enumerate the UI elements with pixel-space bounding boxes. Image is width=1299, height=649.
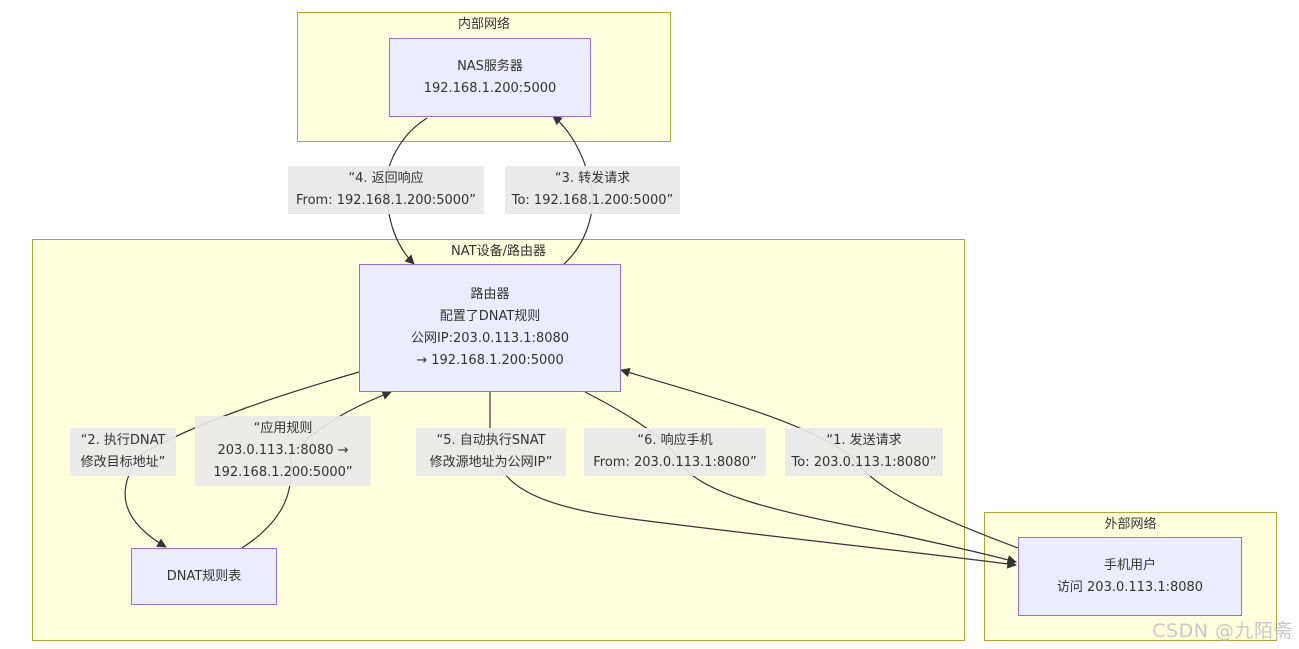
router-title: 路由器 [470, 287, 510, 302]
watermark: CSDN @九陌斋 [1152, 620, 1293, 642]
edge-label-rule-line1: “应用规则 [253, 421, 313, 436]
edge-label-6-line1: “6. 响应手机 [637, 433, 713, 448]
router-dnat-config: 配置了DNAT规则 [439, 309, 541, 324]
phone-access: 访问 203.0.113.1:8080 [1056, 579, 1204, 595]
edge-label-1-line2: To: 203.0.113.1:8080” [791, 455, 937, 470]
edge-6-respond-phone [584, 391, 1017, 565]
router-public-ip: 公网IP:203.0.113.1:8080 [410, 331, 570, 346]
edge-label-1: “1. 发送请求 To: 203.0.113.1:8080” [785, 428, 943, 476]
node-nas-server[interactable]: NAS服务器 192.168.1.200:5000 [389, 38, 591, 117]
edge-label-4: “4. 返回响应 From: 192.168.1.200:5000” [288, 166, 484, 214]
edge-label-6-line2: From: 203.0.113.1:8080” [593, 455, 757, 470]
node-router[interactable]: 路由器 配置了DNAT规则 公网IP:203.0.113.1:8080 → 19… [359, 264, 621, 392]
nas-address: 192.168.1.200:5000 [423, 80, 557, 96]
edge-label-rule-line2: 203.0.113.1:8080 → [217, 443, 349, 458]
edge-label-5: “5. 自动执行SNAT 修改源地址为公网IP” [416, 428, 566, 476]
edge-label-4-line1: “4. 返回响应 [348, 171, 424, 186]
edge-label-4-line2: From: 192.168.1.200:5000” [295, 193, 477, 208]
nas-title: NAS服务器 [457, 58, 523, 74]
edge-label-1-line1: “1. 发送请求 [826, 433, 902, 448]
router-mapping: → 192.168.1.200:5000 [416, 353, 564, 368]
edge-5-snat [489, 392, 1017, 569]
cluster-outer-title: 外部网络 [1104, 517, 1157, 532]
edge-label-5-line1: “5. 自动执行SNAT [436, 433, 546, 448]
edge-label-3-line1: “3. 转发请求 [554, 171, 631, 186]
edge-label-3-line2: To: 192.168.1.200:5000” [511, 193, 674, 208]
edge-label-2: “2. 执行DNAT 修改目标地址” [70, 428, 176, 476]
dnat-table-title: DNAT规则表 [166, 568, 242, 584]
edge-label-rule: “应用规则 203.0.113.1:8080 → 192.168.1.200:5… [195, 416, 371, 486]
cluster-nat-title: NAT设备/路由器 [451, 244, 546, 259]
node-phone-user[interactable]: 手机用户 访问 203.0.113.1:8080 [1018, 537, 1242, 616]
edge-label-5-line2: 修改源地址为公网IP” [429, 455, 553, 470]
node-dnat-table[interactable]: DNAT规则表 [131, 548, 277, 605]
phone-title: 手机用户 [1103, 557, 1156, 573]
cluster-inner-title: 内部网络 [457, 17, 510, 32]
edge-label-6: “6. 响应手机 From: 203.0.113.1:8080” [584, 428, 766, 476]
edge-label-3: “3. 转发请求 To: 192.168.1.200:5000” [505, 166, 680, 214]
edge-label-2-line2: 修改目标地址” [80, 455, 166, 470]
edge-label-rule-line3: 192.168.1.200:5000” [213, 465, 353, 480]
edge-label-2-line1: “2. 执行DNAT [80, 433, 166, 448]
